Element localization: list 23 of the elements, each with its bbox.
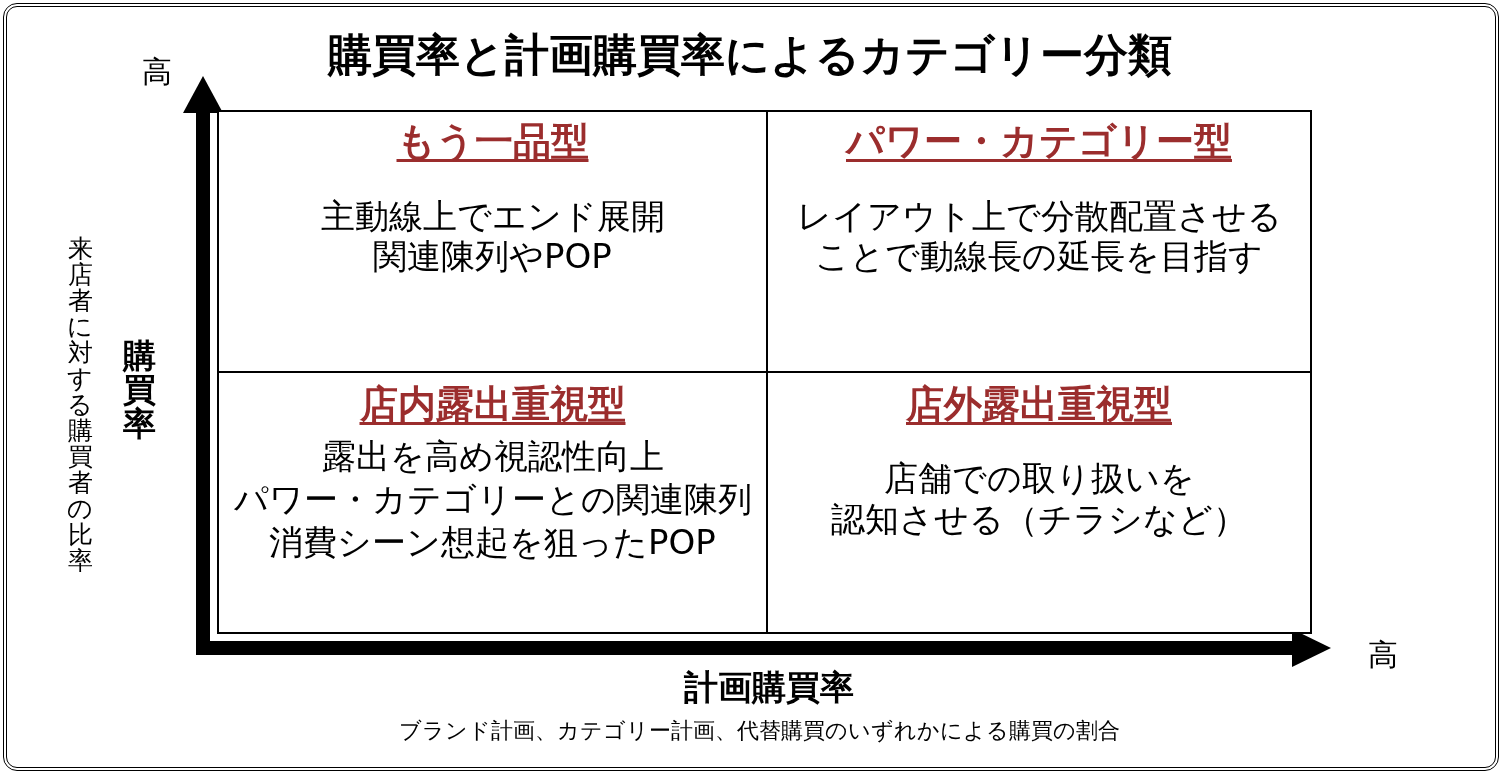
quadrant-text: 消費シーン想起を狙ったPOP <box>269 521 716 564</box>
axis-note: ブランド計画、カテゴリー計画、代替購買のいずれかによる購買の割合 <box>398 718 1120 744</box>
quadrant-text: パワー・カテゴリーとの関連陳列 <box>233 478 752 521</box>
quadrant-heading: もう一品型 <box>396 118 589 164</box>
quadrant-box <box>217 110 768 373</box>
quadrant-box <box>217 371 768 634</box>
chart-title: 購買率と計画購買率によるカテゴリー分類 <box>328 28 1172 82</box>
quadrant-box <box>766 110 1312 373</box>
quadrant-text: 主動線上でエンド展開 <box>320 196 665 236</box>
quadrant-heading: 店内露出重視型 <box>359 381 626 427</box>
axis-end-label: 高 <box>1368 637 1398 673</box>
axis-description: 来店者に対する購買者の比率 <box>66 236 94 574</box>
quadrant-box <box>766 371 1312 634</box>
axis-end-label: 高 <box>142 54 172 90</box>
quadrant-text: レイアウト上で分散配置させることで動線長の延長を目指す <box>795 196 1283 276</box>
quadrant-heading: 店外露出重視型 <box>906 381 1172 427</box>
axis-title: 計画購買率 <box>684 668 854 708</box>
quadrant-text: 店舗での取り扱いを <box>883 458 1195 499</box>
axis-title: 購買率 <box>122 338 158 442</box>
quadrant-text: 関連陳列やPOP <box>373 236 612 276</box>
quadrant-text: 露出を高め視認性向上 <box>321 435 664 478</box>
quadrant-heading: パワー・カテゴリー型 <box>846 118 1232 164</box>
quadrant-text: 認知させる（チラシなど） <box>831 499 1247 540</box>
